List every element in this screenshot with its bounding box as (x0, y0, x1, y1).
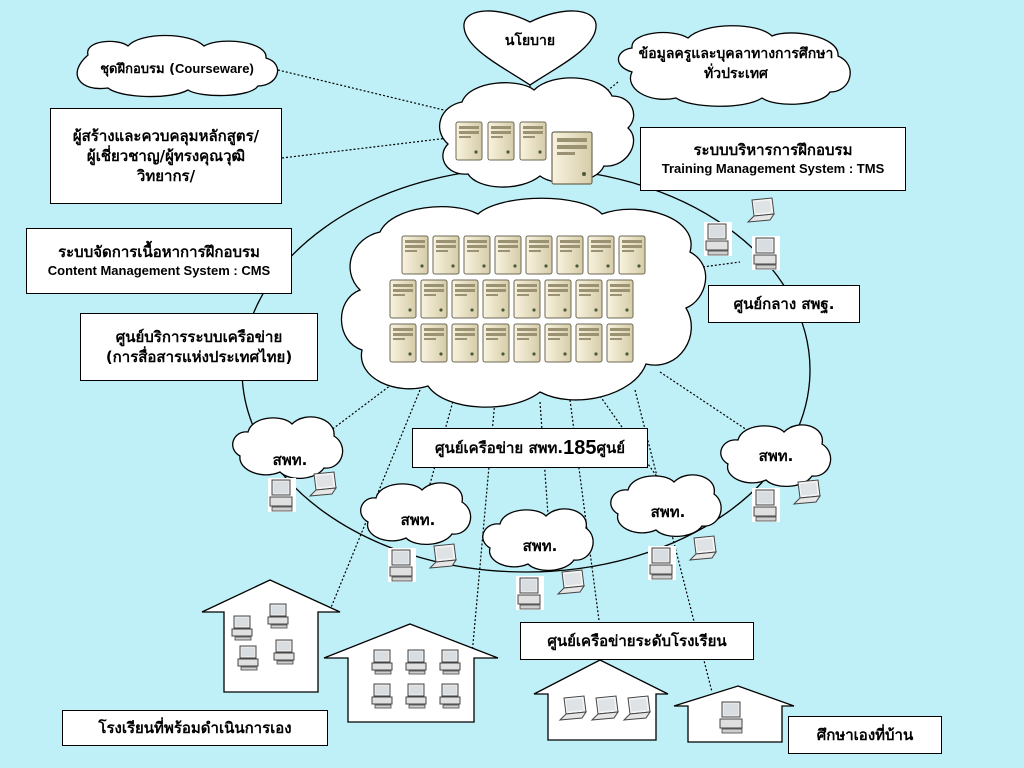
laptop-icon (747, 197, 775, 223)
server-icon (455, 121, 483, 161)
server-icon (513, 279, 541, 319)
server-icon (420, 279, 448, 319)
spt-label-5: สพท. (758, 447, 794, 465)
desktop-computer-icon (439, 683, 461, 709)
server-icon (618, 235, 646, 275)
desktop-computer-icon (273, 639, 295, 665)
tms-box: ระบบบริหารการฝึกอบรม Training Management… (640, 127, 906, 191)
desktop-computer-icon (647, 545, 677, 581)
central-servers (389, 235, 646, 363)
desktop-computer-icon (371, 649, 393, 675)
desktop-computer-icon (439, 649, 461, 675)
server-icon (587, 235, 615, 275)
server-icon (432, 235, 460, 275)
desktop-computer-icon (371, 683, 393, 709)
policy-heart-shape (463, 10, 597, 86)
laptop-icon (793, 479, 821, 505)
laptop-icon (309, 471, 337, 497)
server-icon (463, 235, 491, 275)
desktop-computer-icon (703, 221, 733, 257)
server-icon (575, 323, 603, 363)
teacher-data-cloud-shape (617, 25, 851, 107)
desktop-computer-icon (237, 645, 259, 671)
desktop-computer-icon (387, 547, 417, 583)
spt-cloud-1-shape (232, 416, 344, 479)
server-icon (420, 323, 448, 363)
cms-box: ระบบจัดการเนื้อหาการฝึกอบรม Content Mana… (26, 228, 292, 294)
teacher-data-label: ข้อมูลครูและบุคลาทางการศึกษา ทั่วประเทศ (638, 46, 834, 82)
home-study-box: ศึกษาเองที่บ้าน (788, 716, 942, 754)
server-icon (389, 323, 417, 363)
server-icon (525, 235, 553, 275)
school-network-box: ศูนย์เครือข่ายระดับโรงเรียน (520, 622, 754, 660)
desktop-computer-icon (405, 649, 427, 675)
server-icon (606, 279, 634, 319)
desktop-computer-icon (751, 235, 781, 271)
server-icon (544, 323, 572, 363)
schools-ready-box: โรงเรียนที่พร้อมดำเนินการเอง (62, 710, 328, 746)
laptop-icon (429, 543, 457, 569)
desktop-computer-icon (751, 487, 781, 523)
desktop-computer-icon (267, 477, 297, 513)
server-icon (519, 121, 547, 161)
server-icon (487, 121, 515, 161)
server-icon (451, 279, 479, 319)
spt-label-3: สพท. (522, 537, 558, 555)
spt-network-box: ศูนย์เครือข่าย สพท.185 ศูนย์ (412, 428, 648, 468)
server-icon (451, 323, 479, 363)
server-icon (544, 279, 572, 319)
spt-cloud-4-shape (610, 474, 722, 537)
server-icon (482, 279, 510, 319)
laptop-icon (689, 535, 717, 561)
spt-label-4: สพท. (650, 503, 686, 521)
server-icon (482, 323, 510, 363)
server-icon (401, 235, 429, 275)
server-icon (575, 279, 603, 319)
house-icon (201, 579, 341, 693)
courseware-cloud-shape (76, 34, 279, 98)
network-service-box: ศูนย์บริการระบบเครือข่าย (การสื่อสารแห่ง… (80, 313, 318, 381)
server-icon (556, 235, 584, 275)
central-box: ศูนย์กลาง สพฐ. (708, 285, 860, 323)
spt-label-2: สพท. (400, 511, 436, 529)
desktop-computer-icon (405, 683, 427, 709)
desktop-computer-icon (717, 699, 747, 735)
spt-cloud-3-shape (482, 508, 594, 571)
spt-cloud-5-shape (720, 424, 832, 487)
server-icon (389, 279, 417, 319)
desktop-computer-icon (515, 575, 545, 611)
server-icon (494, 235, 522, 275)
creators-box: ผู้สร้างและควบคลุมหลักสูตร/ ผู้เชี่ยวชาญ… (50, 108, 282, 204)
laptop-icon (557, 569, 585, 595)
courseware-label: ชุดฝึกอบรม (Courseware) (100, 61, 254, 77)
spt-cloud-2-shape (360, 482, 472, 545)
desktop-computer-icon (231, 615, 253, 641)
server-icon (606, 323, 634, 363)
desktop-computer-icon (267, 603, 289, 629)
policy-label: นโยบาย (504, 33, 556, 49)
server-icon (551, 131, 593, 185)
spt-label-1: สพท. (272, 451, 308, 469)
server-icon (513, 323, 541, 363)
